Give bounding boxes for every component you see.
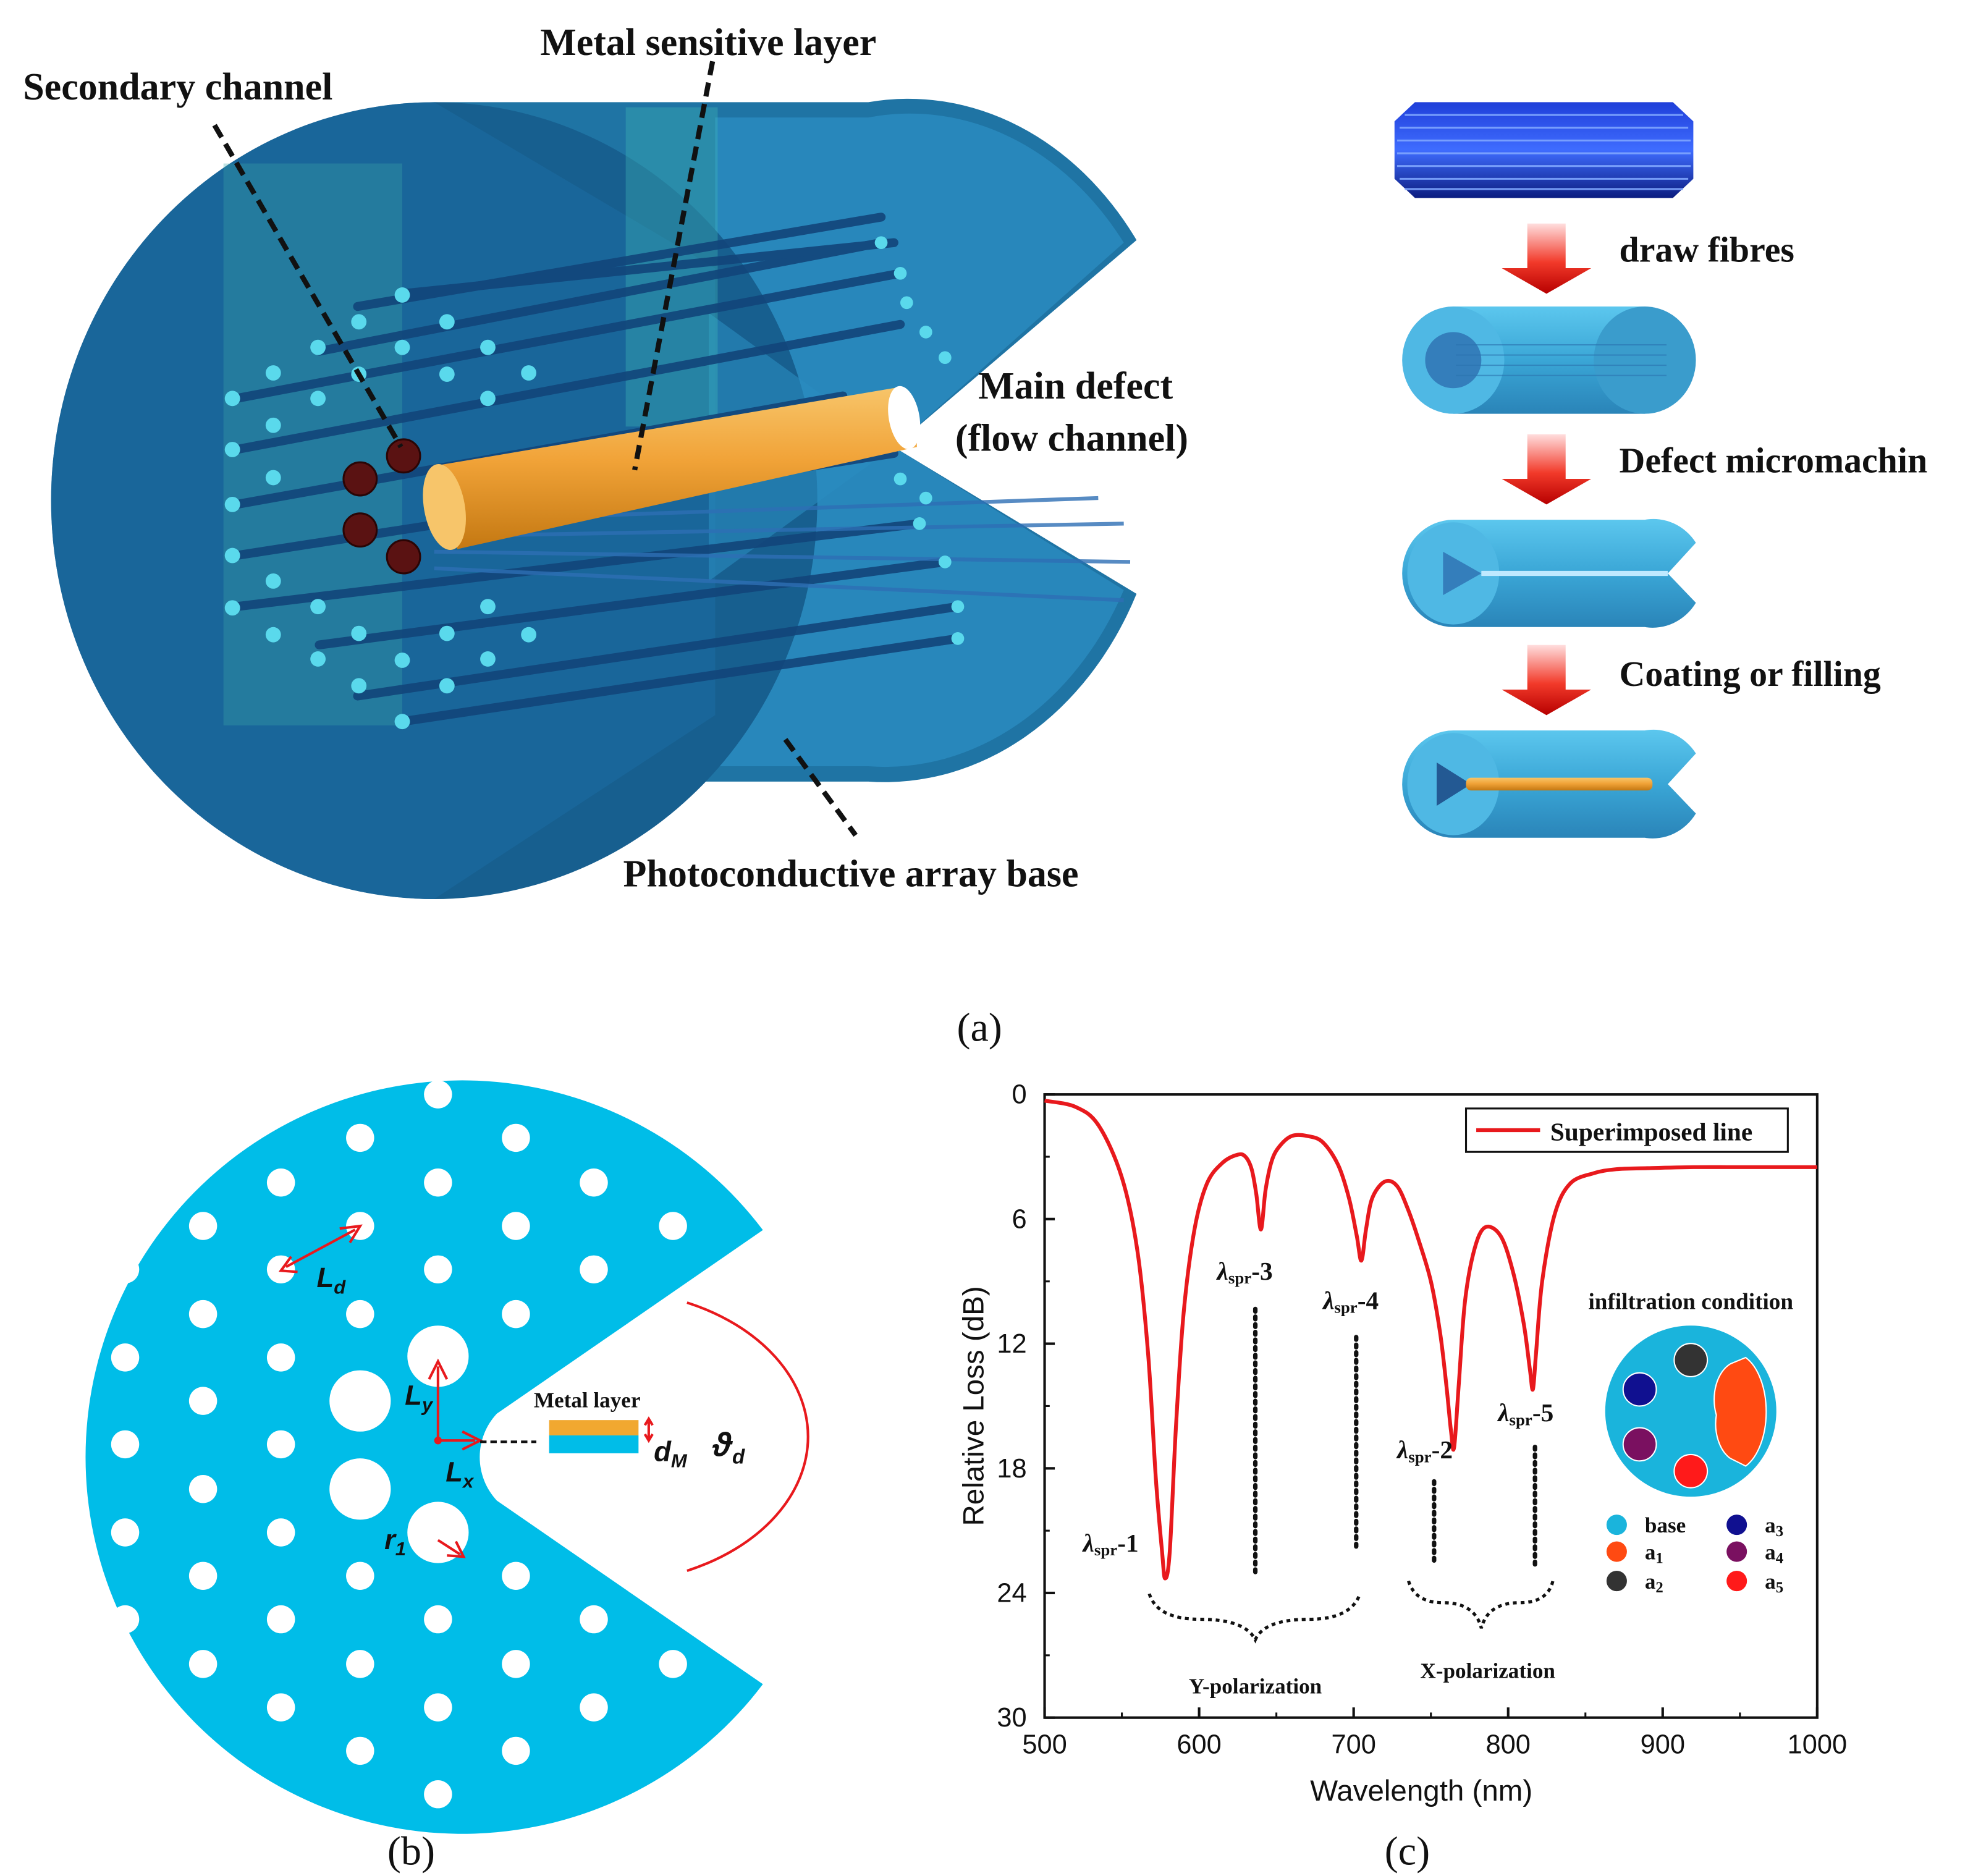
caption-c: (c) <box>1385 1828 1430 1874</box>
metal-layer-swatch <box>549 1420 639 1435</box>
process-arrows <box>1502 223 1592 716</box>
series-superimposed-line <box>1044 1099 1817 1581</box>
y-axis-ticks: 0 6 12 18 24 30 <box>997 1080 1055 1733</box>
infiltration-legend-label: a4 <box>1765 1540 1783 1566</box>
peak-label-3: λspr-3 <box>1216 1257 1273 1287</box>
fibre-3d-illustration <box>51 61 1137 899</box>
fibre-bundle-preform <box>1394 102 1694 198</box>
hole-endpoints <box>224 236 965 730</box>
infiltration-swatch <box>1606 1515 1627 1536</box>
step-draw-fibres: draw fibres <box>1620 230 1794 270</box>
peak-label-1: λspr-1 <box>1082 1529 1139 1559</box>
gold-rod-flow-channel <box>423 386 921 550</box>
label-ly: Ly <box>405 1379 434 1415</box>
label-r1: r1 <box>384 1524 406 1560</box>
dimension-arrows <box>278 1224 809 1573</box>
infiltration-swatch <box>1606 1541 1627 1562</box>
infiltration-legend-label: a2 <box>1645 1570 1663 1596</box>
label-secondary-channel: Secondary channel <box>23 66 332 108</box>
x-axis-ticks: 500 600 700 800 900 1000 <box>1022 1707 1848 1760</box>
peak-label-5: λspr-5 <box>1497 1398 1553 1429</box>
infiltration-legend-label: base <box>1645 1513 1686 1537</box>
infiltration-swatch <box>1606 1571 1627 1592</box>
infiltration-swatch <box>1726 1541 1747 1562</box>
label-metal-sensitive-layer: Metal sensitive layer <box>540 22 876 64</box>
x-tick-label: 900 <box>1641 1730 1685 1760</box>
label-theta-d: ϑd <box>712 1426 745 1468</box>
label-flow-channel: (flow channel) <box>955 418 1188 460</box>
infiltration-inset <box>1605 1325 1777 1497</box>
y-tick-label: 24 <box>997 1578 1026 1608</box>
peak-markers <box>1253 1306 1537 1577</box>
y-polarization-label: Y-polarization <box>1189 1674 1322 1698</box>
label-metal-layer: Metal layer <box>534 1388 641 1413</box>
infiltration-legend-label: a5 <box>1765 1570 1783 1596</box>
secondary-channel-holes <box>342 438 421 575</box>
y-tick-label: 18 <box>997 1454 1026 1484</box>
caption-a: (a) <box>957 1005 1002 1050</box>
chart-legend: Superimposed line <box>1464 1107 1789 1153</box>
y-tick-label: 6 <box>1012 1204 1026 1234</box>
peak-label-2: λspr-2 <box>1396 1435 1453 1466</box>
peak-labels: λspr-1 λspr-3 λspr-4 λspr-2 λspr-5 <box>1082 1257 1554 1559</box>
drawn-fibre-cylinder <box>1402 306 1696 414</box>
label-pointers <box>212 61 858 837</box>
coated-fibre <box>1402 729 1696 839</box>
step-defect-micromachining: Defect micromachin <box>1620 441 1928 481</box>
x-tick-label: 700 <box>1331 1730 1375 1760</box>
x-tick-label: 500 <box>1022 1730 1067 1760</box>
micromachined-fibre <box>1402 518 1696 628</box>
y-axis-label: Relative Loss (dB) <box>957 1286 990 1526</box>
x-axis-label: Wavelength (nm) <box>1310 1775 1532 1807</box>
polarization-braces <box>1147 1580 1555 1644</box>
peak-label-4: λspr-4 <box>1322 1286 1379 1316</box>
caption-b: (b) <box>387 1828 435 1874</box>
y-tick-label: 0 <box>1012 1080 1026 1110</box>
y-tick-label: 30 <box>997 1703 1026 1733</box>
label-ld: Ld <box>317 1262 347 1298</box>
legend-label: Superimposed line <box>1550 1118 1752 1146</box>
infiltration-swatch <box>1726 1515 1747 1536</box>
x-polarization-label: X-polarization <box>1420 1659 1555 1683</box>
fabrication-process-flow <box>1394 102 1696 839</box>
x-tick-label: 1000 <box>1788 1730 1848 1760</box>
air-holes <box>111 1080 687 1809</box>
infiltration-legend-label: a1 <box>1645 1540 1663 1566</box>
infiltration-swatch <box>1726 1571 1747 1592</box>
x-tick-label: 800 <box>1486 1730 1531 1760</box>
infiltration-title: infiltration condition <box>1588 1289 1793 1314</box>
x-tick-label: 600 <box>1177 1730 1221 1760</box>
step-coating-filling: Coating or filling <box>1620 654 1881 694</box>
y-tick-label: 12 <box>997 1329 1026 1359</box>
label-main-defect: Main defect <box>978 365 1173 407</box>
infiltration-legend-label: a3 <box>1765 1513 1783 1540</box>
label-dm: dM <box>654 1435 688 1471</box>
label-lx: Lx <box>446 1456 475 1492</box>
cross-section-diagram <box>85 1080 809 1834</box>
label-photoconductive-base: Photoconductive array base <box>623 853 1079 895</box>
loss-spectrum-chart: 500 600 700 800 900 1000 0 6 12 18 24 30 Superimpo… <box>997 1080 1847 1760</box>
